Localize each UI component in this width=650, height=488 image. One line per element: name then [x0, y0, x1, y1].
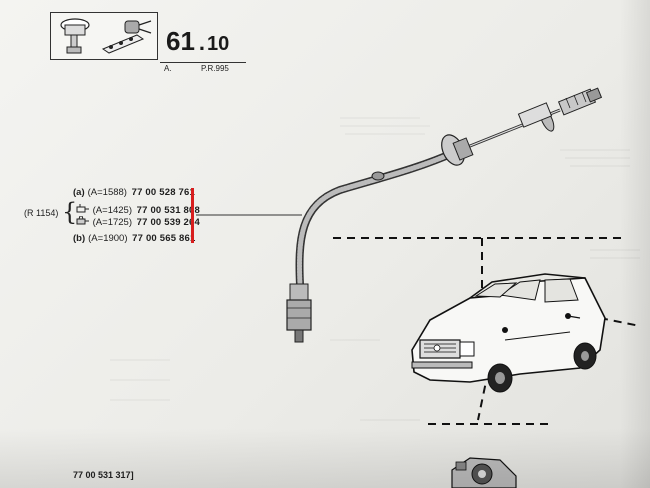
renault-16-car-illustration — [411, 273, 606, 393]
fuel-gauge-sender-thumbnail-icon — [60, 18, 152, 54]
print-through-texture — [110, 117, 640, 421]
part-number: 77 00 528 761 — [131, 187, 195, 198]
part-code: (A=1588) — [87, 187, 127, 198]
gearbox-icon — [76, 204, 89, 213]
part-row-a: (a)(A=1588) 77 00 528 761 — [73, 188, 195, 198]
part-tag: (b) — [73, 233, 86, 244]
page-number-main: 61 — [166, 26, 195, 56]
header-pr-label: P.R.995 — [201, 64, 229, 73]
part-row-auto: (A=1725) 77 00 539 264 — [76, 215, 200, 228]
part-row-b: (b)(A=1900) 77 00 565 861 — [73, 234, 196, 244]
part-number: 77 00 565 861 — [132, 233, 196, 244]
part-code: (A=1425) — [92, 205, 132, 216]
highlight-marker — [191, 188, 194, 243]
part-code: (A=1900) — [88, 233, 128, 244]
group-label: (R 1154) — [24, 208, 59, 218]
header-a-label: A. — [164, 64, 172, 73]
part-number: 77 00 531 808 — [136, 205, 200, 216]
speedometer-cable-illustration — [286, 87, 603, 343]
auto-gearbox-icon — [76, 215, 89, 225]
bottom-part-number-text: 77 00 531 317 — [73, 470, 131, 480]
part-code: (A=1725) — [92, 217, 132, 228]
page-section: 10 — [207, 33, 230, 55]
section-thumbnail — [50, 12, 158, 60]
part-number: 77 00 539 264 — [136, 217, 200, 228]
bottom-part-number: 77 00 531 317] — [73, 470, 134, 480]
part-tag: (a) — [73, 187, 85, 198]
group-brace: { — [62, 198, 78, 226]
instrument-cluster-illustration — [451, 457, 517, 488]
page-number: 61.10 — [166, 26, 230, 56]
part-row-manual: (A=1425) 77 00 531 808 — [76, 204, 200, 216]
header-rule — [160, 62, 246, 63]
